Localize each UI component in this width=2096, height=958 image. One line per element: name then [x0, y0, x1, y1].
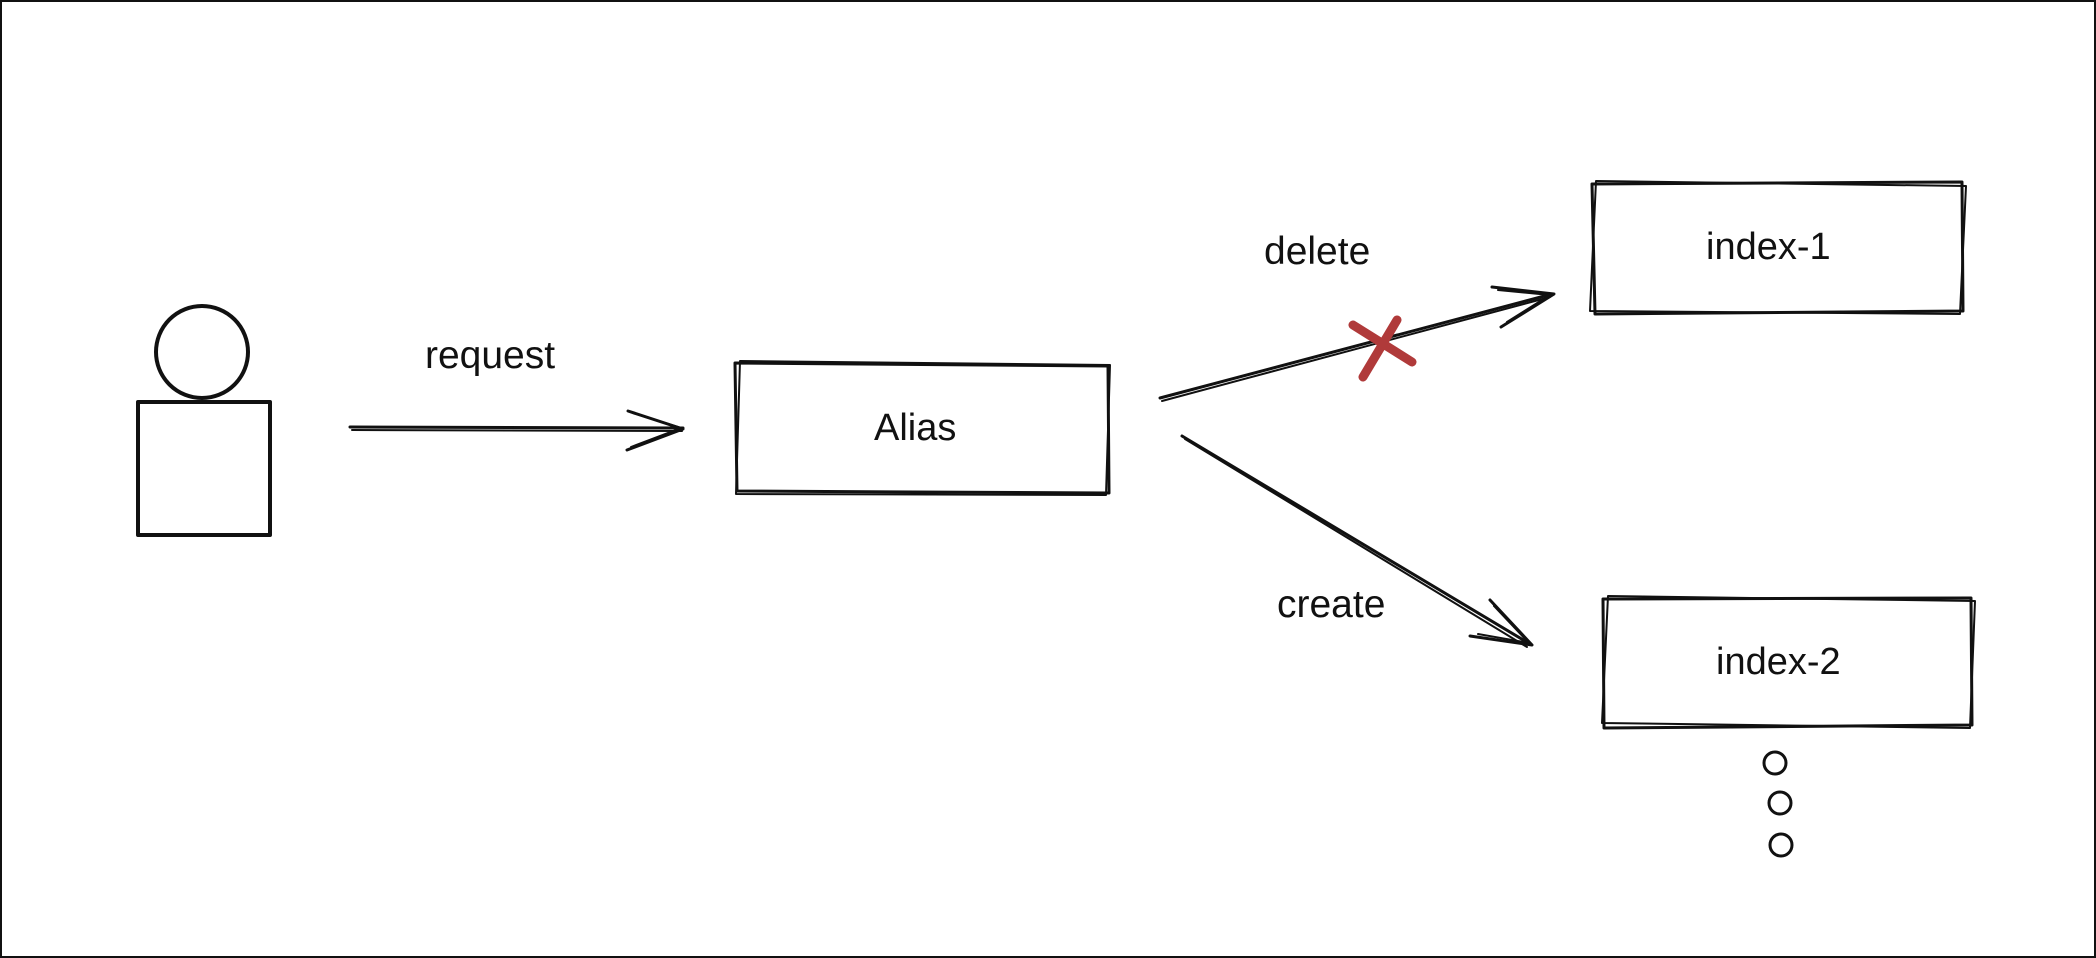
- user-icon: [136, 304, 272, 537]
- index-1-label: index-1: [1706, 226, 1831, 268]
- index-2-label: index-2: [1716, 641, 1841, 683]
- index-2-box: index-2: [1601, 595, 1976, 730]
- index-1-box: index-1: [1589, 180, 1967, 316]
- request-label: request: [425, 334, 555, 377]
- alias-label: Alias: [874, 407, 956, 449]
- alias-box: Alias: [733, 360, 1111, 496]
- x-mark-icon: [1348, 315, 1417, 382]
- request-arrow: [348, 409, 685, 452]
- delete-label: delete: [1264, 230, 1370, 273]
- delete-arrow: [1158, 285, 1556, 402]
- create-label: create: [1277, 583, 1385, 626]
- create-arrow: [1180, 434, 1534, 648]
- ellipsis-vertical-icon: [1762, 750, 1794, 858]
